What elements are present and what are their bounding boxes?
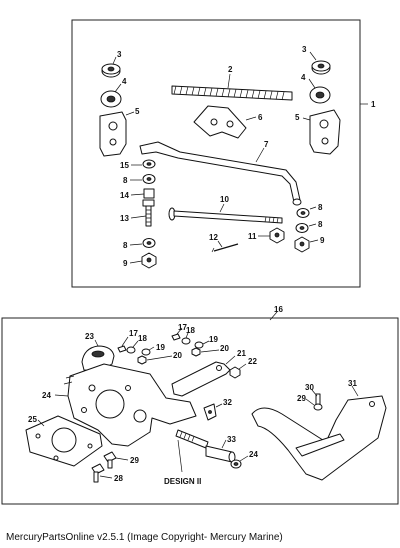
callout-7[interactable]: 7 bbox=[264, 140, 269, 149]
part-19-washer-right[interactable] bbox=[194, 341, 204, 349]
part-8-washer-lower-left[interactable] bbox=[142, 238, 156, 248]
callout-12[interactable]: 12 bbox=[209, 233, 218, 242]
part-3-nut-right[interactable] bbox=[311, 60, 331, 75]
callout-2[interactable]: 2 bbox=[228, 65, 233, 74]
callout-18-right[interactable]: 18 bbox=[186, 326, 195, 335]
part-15-washer[interactable] bbox=[142, 159, 156, 169]
lower-assembly-frame bbox=[1, 317, 399, 505]
part-8-washer-right-lower[interactable] bbox=[295, 223, 309, 233]
callout-3-right[interactable]: 3 bbox=[302, 45, 307, 54]
callout-6[interactable]: 6 bbox=[258, 113, 263, 122]
callout-21[interactable]: 21 bbox=[237, 349, 246, 358]
part-10-long-bolt[interactable] bbox=[168, 207, 283, 224]
callout-1[interactable]: 1 bbox=[371, 100, 376, 109]
callout-5-right[interactable]: 5 bbox=[295, 113, 300, 122]
part-29-washer[interactable] bbox=[313, 403, 323, 411]
design-ii-label: DESIGN II bbox=[164, 477, 201, 486]
part-shaft-design-ii[interactable] bbox=[175, 429, 209, 449]
callout-22[interactable]: 22 bbox=[248, 357, 257, 366]
callout-17-right[interactable]: 17 bbox=[178, 323, 187, 332]
callout-32[interactable]: 32 bbox=[223, 398, 232, 407]
part-22-nut[interactable] bbox=[229, 366, 241, 379]
callout-19-left[interactable]: 19 bbox=[156, 343, 165, 352]
part-33-sleeve[interactable] bbox=[205, 445, 236, 463]
callout-24[interactable]: 24 bbox=[249, 450, 258, 459]
callout-20-left[interactable]: 20 bbox=[173, 351, 182, 360]
callout-15[interactable]: 15 bbox=[120, 161, 129, 170]
callout-4-left[interactable]: 4 bbox=[122, 77, 127, 86]
part-5-bracket-right[interactable] bbox=[309, 109, 341, 155]
callout-33[interactable]: 33 bbox=[227, 435, 236, 444]
part-5-bracket-left[interactable] bbox=[99, 111, 127, 157]
callout-26[interactable]: 25 bbox=[28, 415, 37, 424]
part-26-gasket[interactable] bbox=[25, 415, 103, 467]
callout-9-left[interactable]: 9 bbox=[123, 259, 128, 268]
part-21-link-arm[interactable] bbox=[171, 361, 231, 397]
callout-16[interactable]: 16 bbox=[274, 305, 283, 314]
part-8-washer-upper[interactable] bbox=[142, 174, 156, 184]
callout-27[interactable]: 28 bbox=[114, 474, 123, 483]
part-28-bolt[interactable] bbox=[103, 451, 117, 469]
callout-8-right-lower[interactable]: 8 bbox=[318, 220, 323, 229]
part-27-bolt[interactable] bbox=[91, 463, 105, 483]
part-20-nut-left[interactable] bbox=[137, 355, 147, 365]
part-17-screw-left[interactable] bbox=[117, 345, 127, 353]
callout-20-right[interactable]: 20 bbox=[220, 344, 229, 353]
callout-29[interactable]: 29 bbox=[297, 394, 306, 403]
callout-28[interactable]: 29 bbox=[130, 456, 139, 465]
part-8-washer-right-upper[interactable] bbox=[296, 208, 310, 218]
callout-8-left-upper[interactable]: 8 bbox=[123, 176, 128, 185]
part-31-lever[interactable] bbox=[251, 395, 387, 481]
upper-assembly-frame bbox=[71, 19, 361, 288]
callout-25[interactable]: 24 bbox=[42, 391, 51, 400]
part-24-nut[interactable] bbox=[230, 459, 242, 469]
part-9-nut-left[interactable] bbox=[141, 252, 157, 269]
callout-30[interactable]: 30 bbox=[305, 383, 314, 392]
part-20-nut-right[interactable] bbox=[191, 347, 201, 357]
part-2-threaded-rod[interactable] bbox=[171, 85, 293, 101]
part-32-clip[interactable] bbox=[203, 403, 217, 421]
callout-8-left-lower[interactable]: 8 bbox=[123, 241, 128, 250]
callout-23[interactable]: 23 bbox=[85, 332, 94, 341]
part-13-bolt[interactable] bbox=[142, 199, 155, 227]
part-12-cotter-pin[interactable] bbox=[211, 243, 239, 253]
callout-18-left[interactable]: 18 bbox=[138, 334, 147, 343]
part-18-bushing-right[interactable] bbox=[181, 337, 191, 345]
part-4-washer-right[interactable] bbox=[309, 86, 331, 104]
callout-4-right[interactable]: 4 bbox=[301, 73, 306, 82]
part-17-screw-right[interactable] bbox=[171, 333, 181, 341]
copyright-caption: MercuryPartsOnline v2.5.1 (Image Copyrig… bbox=[6, 532, 283, 543]
callout-8-right-upper[interactable]: 8 bbox=[318, 203, 323, 212]
part-18-bushing-left[interactable] bbox=[126, 346, 136, 354]
part-9-nut-right[interactable] bbox=[294, 236, 310, 253]
part-14-spacer[interactable] bbox=[143, 188, 155, 199]
part-19-washer-left[interactable] bbox=[141, 348, 151, 356]
part-4-washer-left[interactable] bbox=[100, 90, 122, 108]
callout-19-right[interactable]: 19 bbox=[209, 335, 218, 344]
callout-9-right[interactable]: 9 bbox=[320, 236, 325, 245]
part-6-plate[interactable] bbox=[193, 105, 247, 139]
part-7-lever-arm[interactable] bbox=[139, 141, 302, 206]
part-3-nut-left[interactable] bbox=[101, 63, 121, 78]
callout-5-left[interactable]: 5 bbox=[135, 107, 140, 116]
callout-14[interactable]: 14 bbox=[120, 191, 129, 200]
part-11-nut[interactable] bbox=[269, 227, 285, 244]
callout-31[interactable]: 31 bbox=[348, 379, 357, 388]
callout-10[interactable]: 10 bbox=[220, 195, 229, 204]
callout-11[interactable]: 11 bbox=[248, 232, 257, 241]
callout-3-left[interactable]: 3 bbox=[117, 50, 122, 59]
part-25-main-plate[interactable] bbox=[63, 363, 197, 447]
callout-13[interactable]: 13 bbox=[120, 214, 129, 223]
callout-17-left[interactable]: 17 bbox=[129, 329, 138, 338]
